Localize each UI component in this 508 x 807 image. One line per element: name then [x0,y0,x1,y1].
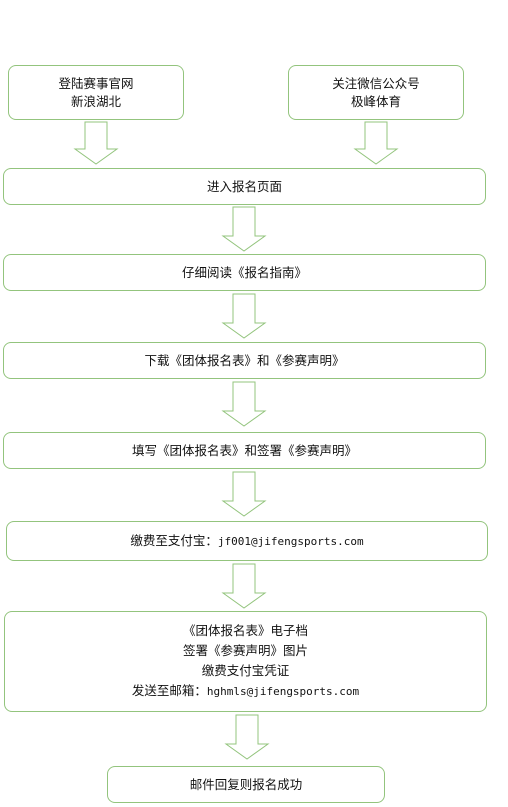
start-box-wechat: 关注微信公众号 极峰体育 [288,65,464,120]
step-payment-line: 缴费至支付宝：jf001@jifengsports.com [130,532,363,551]
send-email-line4: 发送至邮箱：hghmls@jifengsports.com [132,681,359,702]
arrow-down-icon [353,121,399,165]
step-download-forms: 下载《团体报名表》和《参赛声明》 [3,342,486,379]
arrow-down-icon [221,471,267,517]
payment-label: 缴费至支付宝： [130,532,218,548]
step-payment: 缴费至支付宝：jf001@jifengsports.com [6,521,488,561]
step-fill-sign: 填写《团体报名表》和签署《参赛声明》 [3,432,486,469]
arrow-down-icon [73,121,119,165]
start-wechat-line2: 极峰体育 [350,93,401,109]
step-send-email: 《团体报名表》电子档 签署《参赛声明》图片 缴费支付宝凭证 发送至邮箱：hghm… [4,611,487,712]
arrow-down-icon [221,563,267,609]
step-enter-registration-label: 进入报名页面 [206,178,282,194]
start-box-website: 登陆赛事官网 新浪湖北 [8,65,184,120]
step-download-forms-label: 下载《团体报名表》和《参赛声明》 [144,352,345,368]
step-fill-sign-label: 填写《团体报名表》和签署《参赛声明》 [131,442,357,458]
send-email-line3: 缴费支付宝凭证 [201,663,290,678]
send-email-line1: 《团体报名表》电子档 [182,623,308,638]
arrow-down-icon [221,206,267,252]
arrow-down-icon [221,293,267,339]
arrow-down-icon [224,714,270,760]
step-success-label: 邮件回复则报名成功 [189,776,303,792]
send-email-line2: 签署《参赛声明》图片 [182,643,308,658]
payment-account: jf001@jifengsports.com [217,534,364,548]
start-website-line2: 新浪湖北 [70,93,121,109]
step-success: 邮件回复则报名成功 [107,766,385,803]
arrow-down-icon [221,381,267,427]
step-enter-registration: 进入报名页面 [3,168,486,205]
start-wechat-line1: 关注微信公众号 [332,75,420,91]
step-read-guide-label: 仔细阅读《报名指南》 [181,264,307,280]
send-email-label: 发送至邮箱： [131,683,207,698]
step-read-guide: 仔细阅读《报名指南》 [3,254,486,291]
start-website-line1: 登陆赛事官网 [58,75,134,91]
send-email-address: hghmls@jifengsports.com [206,685,360,698]
